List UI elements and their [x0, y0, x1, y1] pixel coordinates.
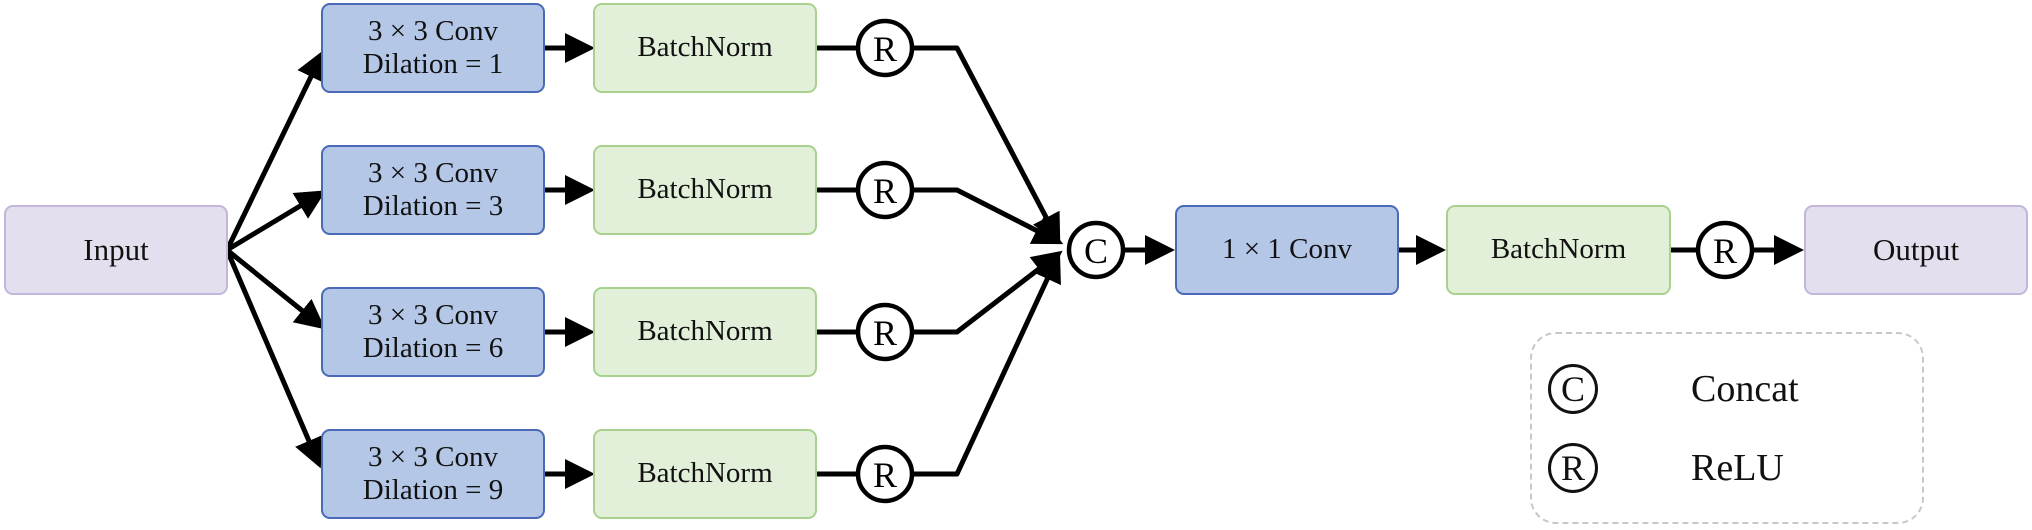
conv-node-branch-3: 3 × 3 Conv Dilation = 6	[321, 287, 545, 377]
conv-node-branch-4: 3 × 3 Conv Dilation = 9	[321, 429, 545, 519]
arrow-input-to-branch-2	[224, 190, 326, 253]
fusion-batchnorm-node: BatchNorm	[1446, 205, 1671, 295]
conv-node-branch-2: 3 × 3 Conv Dilation = 3	[321, 145, 545, 235]
batchnorm-branch-3-label: BatchNorm	[637, 315, 773, 348]
legend	[1530, 332, 1924, 524]
input-label: Input	[83, 232, 149, 268]
batchnorm-branch-2-label: BatchNorm	[637, 173, 773, 206]
fusion-batchnorm-label: BatchNorm	[1490, 233, 1627, 266]
input-fanout-arrows	[224, 49, 326, 469]
legend-relu-label: ReLU	[1691, 447, 1784, 489]
batchnorm-node-branch-4: BatchNorm	[593, 429, 817, 519]
conv-branch-1-dilation: Dilation = 1	[362, 48, 504, 80]
final-relu-node-symbol: R	[1713, 231, 1737, 271]
relu-node-3-symbol: R	[873, 313, 897, 353]
relu-node-4: R	[855, 444, 915, 504]
legend-concat-symbol: C	[1548, 364, 1598, 414]
concat-node-symbol: C	[1084, 231, 1108, 271]
legend-concat-label: Concat	[1691, 368, 1799, 410]
conv-branch-3-op: 3 × 3 Conv	[368, 298, 498, 331]
conv-to-norm-arrows	[545, 33, 596, 489]
arrow-input-to-branch-1	[224, 49, 325, 253]
conv-branch-4-dilation: Dilation = 9	[362, 474, 504, 506]
legend-item-concat: C Concat	[1548, 357, 1908, 421]
conv-branch-1-op: 3 × 3 Conv	[368, 14, 498, 47]
arrow-relu2-to-concat	[913, 187, 1064, 245]
conv-branch-2-dilation: Dilation = 3	[362, 190, 504, 222]
relu-node-3: R	[855, 302, 915, 362]
batchnorm-node-branch-3: BatchNorm	[593, 287, 817, 377]
input-node: Input	[4, 205, 228, 295]
legend-item-relu: R ReLU	[1548, 436, 1908, 500]
fusion-conv-node: 1 × 1 Conv	[1175, 205, 1399, 295]
arrow-relu4-to-concat	[913, 251, 1061, 477]
conv-node-branch-1: 3 × 3 Conv Dilation = 1	[321, 3, 545, 93]
relu-node-2-symbol: R	[873, 171, 897, 211]
output-node: Output	[1804, 205, 2028, 295]
conv-branch-2-op: 3 × 3 Conv	[368, 156, 498, 189]
relu-node-1-symbol: R	[873, 29, 897, 69]
legend-relu-symbol: R	[1548, 443, 1598, 493]
relu-node-1: R	[855, 18, 915, 78]
final-relu-node: R	[1695, 220, 1755, 280]
conv-branch-4-op: 3 × 3 Conv	[368, 440, 498, 473]
fusion-conv-label: 1 × 1 Conv	[1222, 233, 1352, 266]
batchnorm-node-branch-1: BatchNorm	[593, 3, 817, 93]
norm-to-relu-lines	[817, 45, 857, 477]
relu-node-2: R	[855, 160, 915, 220]
concat-node: C	[1066, 220, 1126, 280]
conv-branch-3-dilation: Dilation = 6	[362, 332, 504, 364]
relu-to-concat-arrows	[913, 45, 1064, 477]
arrow-relu3-to-concat	[913, 250, 1063, 335]
batchnorm-branch-1-label: BatchNorm	[637, 31, 773, 64]
arrow-input-to-branch-4	[224, 247, 323, 469]
output-label: Output	[1872, 232, 1960, 268]
arrow-input-to-branch-3	[224, 247, 326, 330]
batchnorm-branch-4-label: BatchNorm	[637, 457, 773, 490]
relu-node-4-symbol: R	[873, 455, 897, 495]
arrow-relu1-to-concat	[913, 45, 1061, 245]
batchnorm-node-branch-2: BatchNorm	[593, 145, 817, 235]
